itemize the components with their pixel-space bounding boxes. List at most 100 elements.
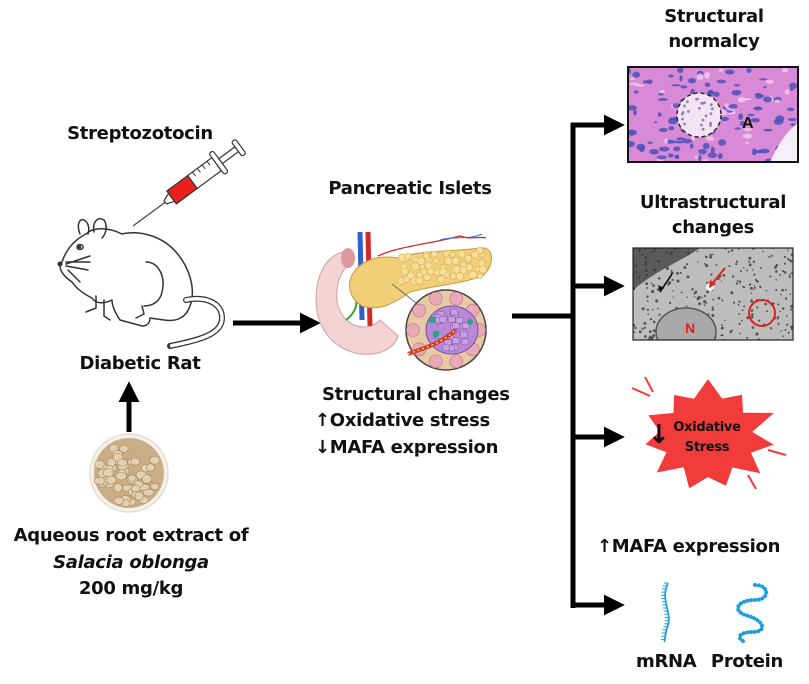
tissue-cell [724, 69, 735, 75]
granule [669, 301, 672, 305]
granule [752, 288, 755, 291]
granule [721, 324, 723, 327]
islet-cell [462, 322, 470, 330]
granule [671, 278, 674, 281]
granule [693, 296, 696, 298]
granule [647, 260, 649, 262]
tissue-cell [667, 117, 678, 125]
granule [750, 309, 754, 312]
granule [758, 319, 761, 322]
granule [737, 303, 740, 306]
granule [653, 248, 657, 251]
tissue-cell [784, 89, 790, 95]
granule [633, 331, 636, 334]
lobule [468, 270, 477, 280]
tissue-cell [720, 116, 729, 122]
granule [746, 269, 749, 272]
granule [736, 280, 739, 283]
granule [655, 299, 659, 303]
granule [722, 273, 726, 277]
granule [694, 290, 698, 294]
tissue-cell [668, 74, 674, 78]
outcome-2-title-line2: changes [671, 217, 755, 238]
tissue-cell [632, 71, 641, 78]
granule [652, 250, 655, 252]
granule [670, 269, 673, 272]
granule [783, 262, 786, 265]
granule [721, 299, 724, 302]
islet-nucleus [709, 124, 712, 127]
granule [672, 296, 674, 299]
tissue-cell [746, 67, 752, 74]
tissue-cell [680, 85, 688, 89]
granule [783, 271, 787, 274]
tissue-cell [639, 146, 645, 153]
granule [748, 283, 752, 286]
granule [737, 248, 740, 250]
treatment-line1: Aqueous root extract of [13, 525, 249, 546]
granule [650, 251, 652, 254]
tissue-cell [659, 147, 663, 150]
tissue-cell [694, 155, 699, 159]
granule [789, 259, 793, 263]
granule [784, 297, 788, 300]
outcome-structural-normalcy-title: Structural normalcy [630, 4, 798, 54]
granule [775, 264, 778, 267]
finding-oxidative-stress-text: Oxidative stress [329, 410, 490, 431]
granule [711, 308, 715, 311]
lobule [451, 256, 460, 265]
lobule [451, 265, 461, 274]
tissue-cell [672, 103, 680, 109]
granule [730, 249, 734, 252]
down-arrow-icon: ↓ [315, 437, 330, 458]
tissue-cell [635, 84, 645, 87]
outcome-1-title-line1: Structural [664, 6, 764, 27]
granule [746, 336, 749, 339]
granule [789, 308, 793, 311]
granule [645, 269, 648, 272]
granule [709, 253, 712, 257]
granule [746, 316, 750, 320]
lobule [455, 272, 464, 281]
tissue-cell [659, 90, 666, 94]
granule [711, 306, 714, 309]
granule [735, 262, 738, 266]
lobule [439, 267, 448, 276]
granule [756, 281, 759, 283]
granule [759, 285, 762, 289]
tissue-cell [689, 143, 694, 150]
granule [740, 270, 743, 273]
granule [650, 282, 653, 285]
granule [672, 289, 674, 292]
granule [769, 327, 773, 330]
granule [686, 296, 688, 299]
granule [646, 287, 648, 289]
tissue-cell [790, 123, 796, 127]
granule [788, 273, 791, 276]
tissue-cell [702, 142, 710, 150]
tissue-cell [763, 128, 773, 132]
granule [658, 277, 661, 280]
granule [697, 261, 699, 263]
tissue-cell [657, 92, 664, 96]
granule [789, 293, 792, 296]
granule [657, 307, 659, 310]
granule [751, 326, 755, 329]
granule [765, 289, 768, 292]
outcome-mafa-text: MAFA expression [611, 536, 781, 557]
islet-nucleus [681, 117, 684, 121]
tissue-cell [712, 91, 720, 97]
streptozotocin-label: Streptozotocin [67, 123, 213, 144]
tissue-cell [707, 90, 714, 95]
tissue-cell [716, 79, 727, 84]
granule [749, 286, 753, 290]
outcome-2-title-line1: Ultrastructural [639, 192, 787, 213]
granule [729, 330, 733, 334]
granule [703, 304, 706, 307]
pancreatic-islets-title: Pancreatic Islets [328, 178, 492, 199]
tissue-cell [758, 78, 768, 81]
